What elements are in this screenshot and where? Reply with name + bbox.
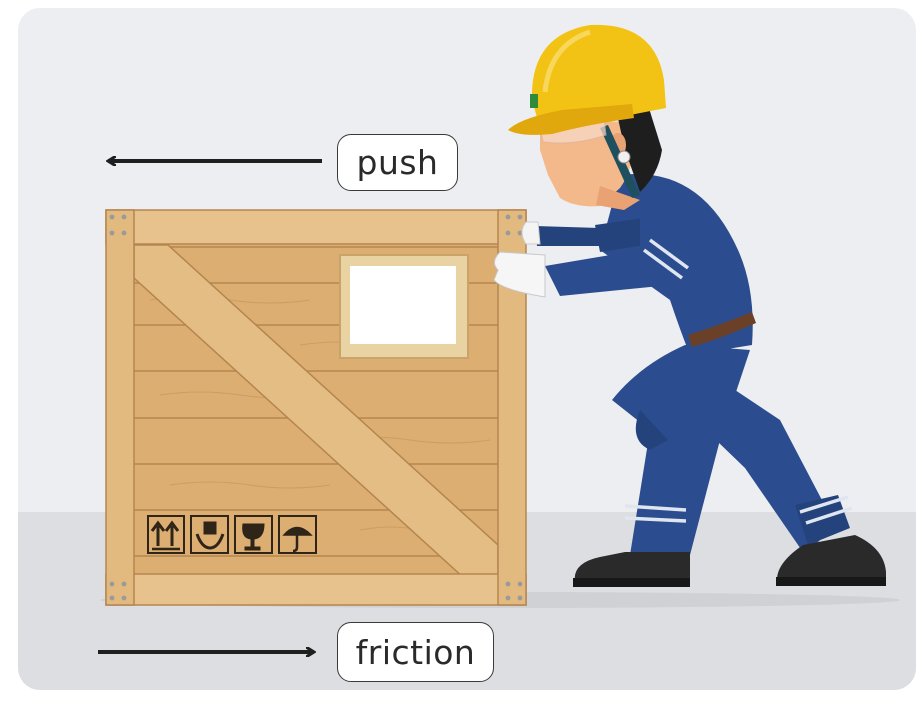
friction-label: friction [337,622,494,682]
wooden-crate [106,210,526,605]
friction-label-text: friction [356,636,476,669]
push-label: push [337,134,458,191]
push-label-text: push [357,146,439,179]
